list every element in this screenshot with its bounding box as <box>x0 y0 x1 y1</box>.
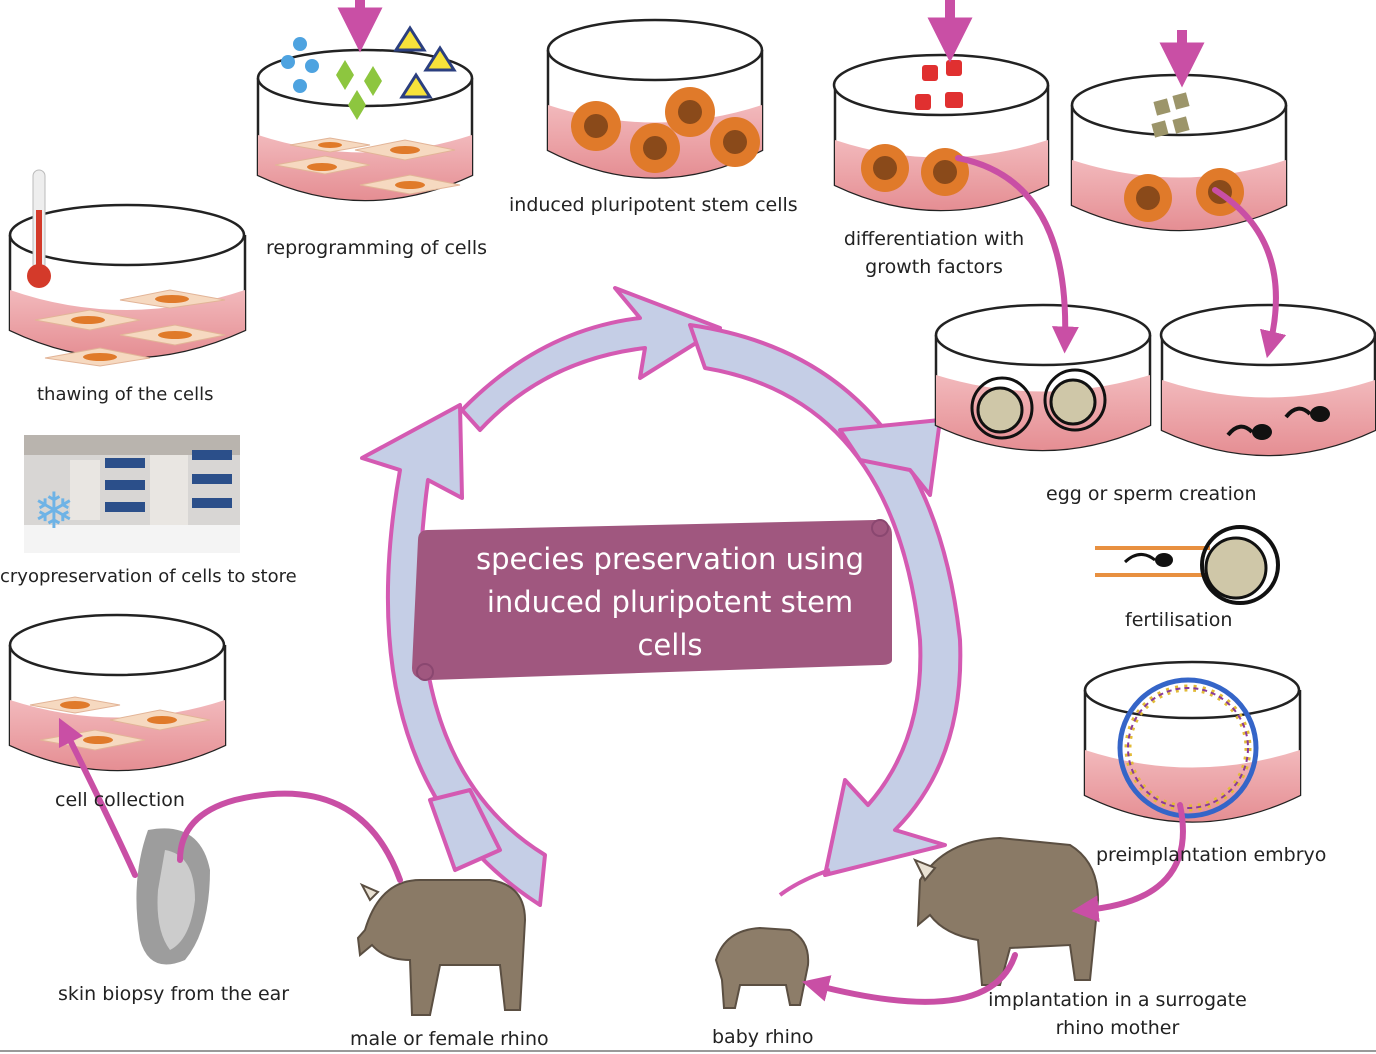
label-differentiation: differentiation with growth factors <box>843 228 1025 278</box>
snowflake-icon: ❄ <box>33 482 75 540</box>
dish-thawing <box>8 169 247 367</box>
label-cryo: cryopreservation of cells to store <box>0 566 297 587</box>
label-ipsc: induced pluripotent stem cells <box>509 194 798 216</box>
label-gametes: egg or sperm creation <box>1046 483 1257 505</box>
dish-ipsc <box>546 18 764 179</box>
title-banner <box>412 519 892 681</box>
label-biopsy: skin biopsy from the ear <box>58 983 290 1005</box>
life-cycle-ring <box>360 286 963 907</box>
cryo-storage-photo: ❄ <box>24 435 240 553</box>
label-thawing: thawing of the cells <box>37 384 214 405</box>
label-embryo: preimplantation embryo <box>1096 844 1327 866</box>
ear-biopsy-graphic <box>136 828 210 965</box>
diagram-title: species preservation using induced pluri… <box>476 542 864 662</box>
bottom-divider <box>0 1050 1376 1052</box>
label-implantation: implantation in a surrogate rhino mother <box>988 989 1247 1039</box>
dish-collection <box>8 613 227 772</box>
thermometer-icon <box>27 169 51 288</box>
baby-rhino <box>714 926 810 1009</box>
fertilisation-graphic <box>1095 525 1280 605</box>
adult-rhino-left <box>356 879 527 1016</box>
dish-eggs <box>934 303 1152 452</box>
label-collection: cell collection <box>55 789 185 811</box>
label-reprogramming: reprogramming of cells <box>266 237 488 259</box>
dish-sperm <box>1159 303 1376 457</box>
label-baby: baby rhino <box>712 1026 814 1048</box>
dish-differentiation-a <box>832 0 1050 212</box>
dish-differentiation-b <box>1070 30 1288 232</box>
dish-embryo <box>1083 660 1302 823</box>
surrogate-rhino <box>912 836 1100 986</box>
label-fertilisation: fertilisation <box>1125 609 1233 631</box>
process-arrows <box>58 155 1287 1005</box>
dish-reprogramming <box>256 0 474 202</box>
label-adult: male or female rhino <box>350 1028 549 1050</box>
